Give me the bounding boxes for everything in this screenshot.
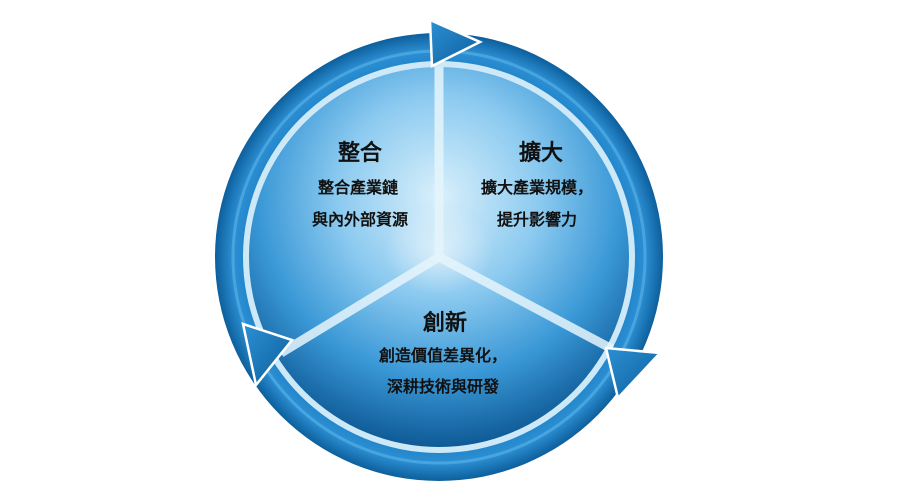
divider-right bbox=[436, 253, 615, 353]
segment-integrate-title: 整合 bbox=[338, 140, 383, 166]
arrow-left-icon bbox=[241, 322, 295, 388]
segment-expand-line-1: 擴大產業規模， bbox=[481, 178, 593, 197]
arrow-top-right-icon bbox=[428, 18, 483, 68]
segment-integrate: 整合 整合產業鏈 與內外部資源 bbox=[312, 140, 408, 229]
segment-innovate-line-1: 創造價值差異化， bbox=[378, 346, 507, 365]
segment-expand-line-2: 提升影響力 bbox=[497, 210, 577, 229]
divider-left bbox=[278, 253, 442, 357]
segment-integrate-line-2: 與內外部資源 bbox=[312, 210, 408, 229]
arrow-bottom-right-icon bbox=[604, 346, 663, 401]
segment-expand: 擴大 擴大產業規模， 提升影響力 bbox=[481, 140, 593, 229]
segment-innovate-line-2: 深耕技術與研發 bbox=[387, 377, 500, 396]
segment-expand-title: 擴大 bbox=[519, 140, 563, 166]
segment-innovate: 創新 創造價值差異化， 深耕技術與研發 bbox=[378, 310, 507, 396]
segment-innovate-title: 創新 bbox=[423, 310, 467, 336]
segment-integrate-line-1: 整合產業鏈 bbox=[317, 178, 398, 197]
